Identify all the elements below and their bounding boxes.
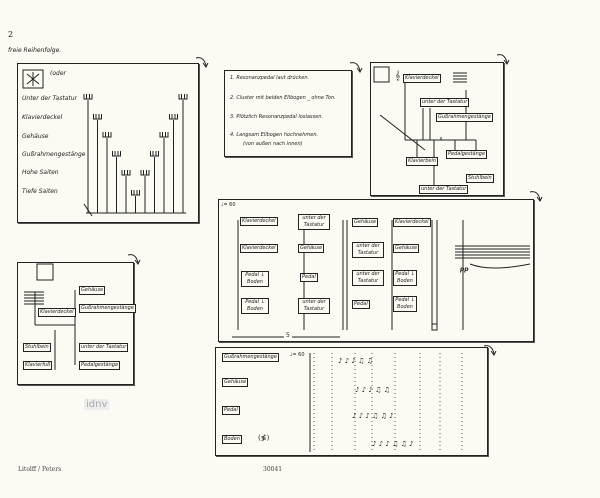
label-klavierdeckel: Klavierdeckel [403,74,441,83]
fork-icon [159,132,169,138]
row-label: Klavierdeckel [22,114,63,121]
alternative-note: (oder [50,70,66,77]
box-cluster-diagram [17,63,199,223]
row-label: Gußrahmengestänge [222,353,279,362]
box-tree-diagram [370,62,504,196]
box-rhythm-score [215,347,488,456]
fork-icon [102,132,112,138]
label-unter-tastatur-2: unter der Tastatur [419,185,469,194]
fork-icon [93,114,102,120]
row-label: Unter der Tastatur [22,95,77,102]
page-number: 2 [8,30,14,39]
svg-text:♪ ♪ ♪ ♫ ♫: ♪ ♪ ♪ ♫ ♫ [355,386,390,394]
label: Stuhlbein [23,343,51,352]
box-main-score [218,199,534,342]
tempo-marking: ♩= 60 [221,202,236,208]
label: Klavierdeckel [38,308,76,317]
cell: Pedal ↓ Boden [241,271,269,287]
cell: Gehäuse [298,244,325,253]
row-label: Gehäuse [222,378,249,387]
step: 4. Langsam Ellbogen hochnehmen. [230,132,319,138]
label-stuhlbein: Stuhlbein [466,174,494,183]
label: unter der Tastatur [79,343,129,352]
row-label: Boden [222,435,242,444]
plate-number: 30041 [263,466,283,473]
cell: Gehäuse [352,218,379,227]
svg-text:♪ ♪ ♪ ♫ ♫ ♪: ♪ ♪ ♪ ♫ ♫ ♪ [372,440,414,448]
label-unter-tastatur: unter der Tastatur [420,98,470,107]
cell: Pedal [300,273,318,282]
cell: Pedal ↓ Boden [393,296,417,312]
step: 2. Cluster mit beiden Ellbogen _ ohne To… [230,95,336,101]
fork-icon [150,151,159,157]
cell: Gehäuse [393,244,420,253]
row-label: Tiefe Saiten [22,188,58,195]
dynamic-marking: pp [460,266,469,273]
cell: Klavierdeckel [240,217,278,226]
cell: Pedal ↓ Boden [241,298,269,314]
step-note: (von außen nach innen) [243,141,303,147]
performance-instruction: freie Reihenfolge. [8,47,62,54]
page-turn-arrow [195,57,207,67]
bracket-number: 5 [284,332,292,339]
fork-icon [131,190,140,196]
label-klavierbein: Klavierbein [406,157,439,166]
label: Gehäuse [79,286,106,295]
cell: Pedal [352,300,370,309]
fork-icon [112,151,121,157]
tempo-marking: ♩= 60 [290,352,305,358]
row-label: Pedal [222,406,240,415]
cell: unter der Tastatur [298,298,330,314]
fork-icon [121,170,131,176]
boden-suffix: (≸) [258,434,270,442]
label-pedalgestaenge: Pedalgestänge [446,150,488,159]
cell: unter der Tastatur [352,242,384,258]
svg-text:♪ ♪ ♪ ♫ ♫ ♪: ♪ ♪ ♪ ♫ ♫ ♪ [352,412,394,420]
label: Gußrahmengestänge [79,304,136,313]
box-small-diagram [17,262,134,385]
cell: Klavierdeckel [240,244,278,253]
fork-icon [178,94,188,100]
watermark: idnv [84,399,110,410]
svg-text:𝄞: 𝄞 [395,70,400,81]
box-instructions [224,70,352,157]
step: 1. Resonanzpedal laut drücken. [230,75,310,81]
cell: Pedal ↓ Boden [393,270,417,286]
svg-text:♪ ♪ ♪ ♫ ♫: ♪ ♪ ♪ ♫ ♫ [338,357,373,365]
row-label: Gußrahmengestänge [22,151,86,158]
fork-icon [169,114,178,120]
fork-icon [140,170,150,176]
label: Klavierfuß [23,361,53,370]
cell: unter der Tastatur [298,214,330,230]
step: 3. Plötzlich Resonanzpedal loslassen. [230,114,323,120]
fork-icon [83,94,93,100]
label-gussrahmen: Gußrahmengestänge [436,113,493,122]
row-label: Hohe Saiten [22,169,59,176]
row-label: Gehäuse [22,133,49,140]
cell: Klavierdeckel [393,218,431,227]
label: Pedalgestänge [79,361,121,370]
publisher: Litolff / Peters [18,466,62,473]
cell: unter der Tastatur [352,270,384,286]
